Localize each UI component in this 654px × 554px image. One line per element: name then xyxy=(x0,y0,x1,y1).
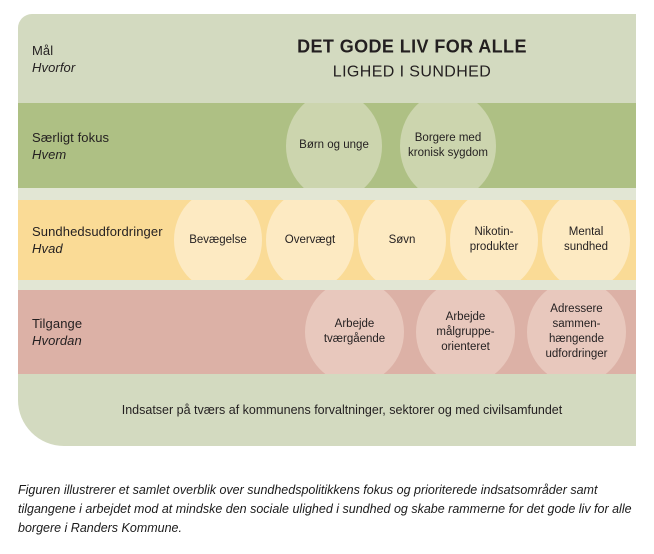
band-challenges-bubbles: Bevægelse Overvægt Søvn Nikotin-produkte… xyxy=(170,200,630,280)
bubble-soevn-label: Søvn xyxy=(388,233,416,246)
bubble-overvaegt-label: Overvægt xyxy=(284,233,336,246)
band-approaches-label-sub: Hvordan xyxy=(32,333,82,348)
band-challenges: Sundhedsudfordringer Hvad Bevægelse Over… xyxy=(18,200,636,280)
bubble-nikotinprodukter-label: Nikotin-produkter xyxy=(469,226,519,253)
bubble-soevn: Søvn xyxy=(358,200,446,280)
bubble-nikotinprodukter: Nikotin-produkter xyxy=(450,200,538,280)
diagram-title-sub: LIGHED I SUNDHED xyxy=(332,63,492,80)
bubble-borgere-med-kronisk-sygdom-label: Borgere med kronisk sygdom xyxy=(408,131,488,159)
health-policy-diagram: Mål Hvorfor DET GODE LIV FOR ALLE LIGHED… xyxy=(18,14,636,446)
band-approaches: Tilgange Hvordan Arbejde tværgående Arbe… xyxy=(18,290,636,374)
bubble-adressere-sammenhaengende-udfordringer: Adressere sammen-hængende udfordringer xyxy=(527,290,626,374)
band-gap-1 xyxy=(18,188,636,200)
band-efforts: Indsatser på tværs af kommunens forvaltn… xyxy=(18,374,636,446)
band-goal: Mål Hvorfor DET GODE LIV FOR ALLE LIGHED… xyxy=(18,14,636,103)
bubble-arbejde-maalgruppeorienteret-label: Arbejde målgruppe-orienteret xyxy=(436,310,495,353)
band-focus-bubbles: Børn og unge Borgere med kronisk sygdom xyxy=(268,103,496,188)
bubble-bevaegelse-label: Bevægelse xyxy=(189,233,247,246)
band-gap-2 xyxy=(18,280,636,290)
band-challenges-label-main: Sundhedsudfordringer xyxy=(32,224,163,239)
band-challenges-label: Sundhedsudfordringer Hvad xyxy=(32,223,163,257)
bubble-borgere-med-kronisk-sygdom: Borgere med kronisk sygdom xyxy=(400,103,496,188)
bubble-boern-og-unge-label: Børn og unge xyxy=(299,139,369,151)
diagram-title-main: DET GODE LIV FOR ALLE xyxy=(297,36,527,56)
band-focus-label: Særligt fokus Hvem xyxy=(32,129,109,163)
band-approaches-label: Tilgange Hvordan xyxy=(32,315,82,349)
bubble-overvaegt: Overvægt xyxy=(266,200,354,280)
bubble-arbejde-tvaergaaende-label: Arbejde tværgående xyxy=(323,318,386,345)
band-focus-label-main: Særligt fokus xyxy=(32,129,110,145)
band-challenges-label-sub: Hvad xyxy=(32,241,63,256)
bubble-boern-og-unge: Børn og unge xyxy=(286,103,382,188)
bubble-mental-sundhed-label: Mental sundhed xyxy=(563,226,609,253)
bubble-bevaegelse: Bevægelse xyxy=(174,200,262,280)
band-focus: Særligt fokus Hvem Børn og unge Borgere … xyxy=(18,103,636,188)
figure-caption: Figuren illustrerer et samlet overblik o… xyxy=(18,483,632,535)
band-goal-label-sub: Hvorfor xyxy=(32,59,76,75)
diagram-title: DET GODE LIV FOR ALLE LIGHED I SUNDHED xyxy=(18,34,636,83)
band-focus-label-sub: Hvem xyxy=(32,146,67,162)
band-goal-label: Mål Hvorfor xyxy=(32,42,75,76)
bubble-adressere-sammenhaengende-udfordringer-label: Adressere sammen-hængende udfordringer xyxy=(545,303,608,360)
band-approaches-bubbles: Arbejde tværgående Arbejde målgruppe-ori… xyxy=(293,290,626,374)
band-efforts-text: Indsatser på tværs af kommunens forvaltn… xyxy=(121,403,563,417)
band-approaches-label-main: Tilgange xyxy=(32,316,83,331)
band-goal-label-main: Mål xyxy=(32,42,54,58)
bubble-arbejde-tvaergaaende: Arbejde tværgående xyxy=(305,290,404,374)
bubble-mental-sundhed: Mental sundhed xyxy=(542,200,630,280)
bubble-arbejde-maalgruppeorienteret: Arbejde målgruppe-orienteret xyxy=(416,290,515,374)
